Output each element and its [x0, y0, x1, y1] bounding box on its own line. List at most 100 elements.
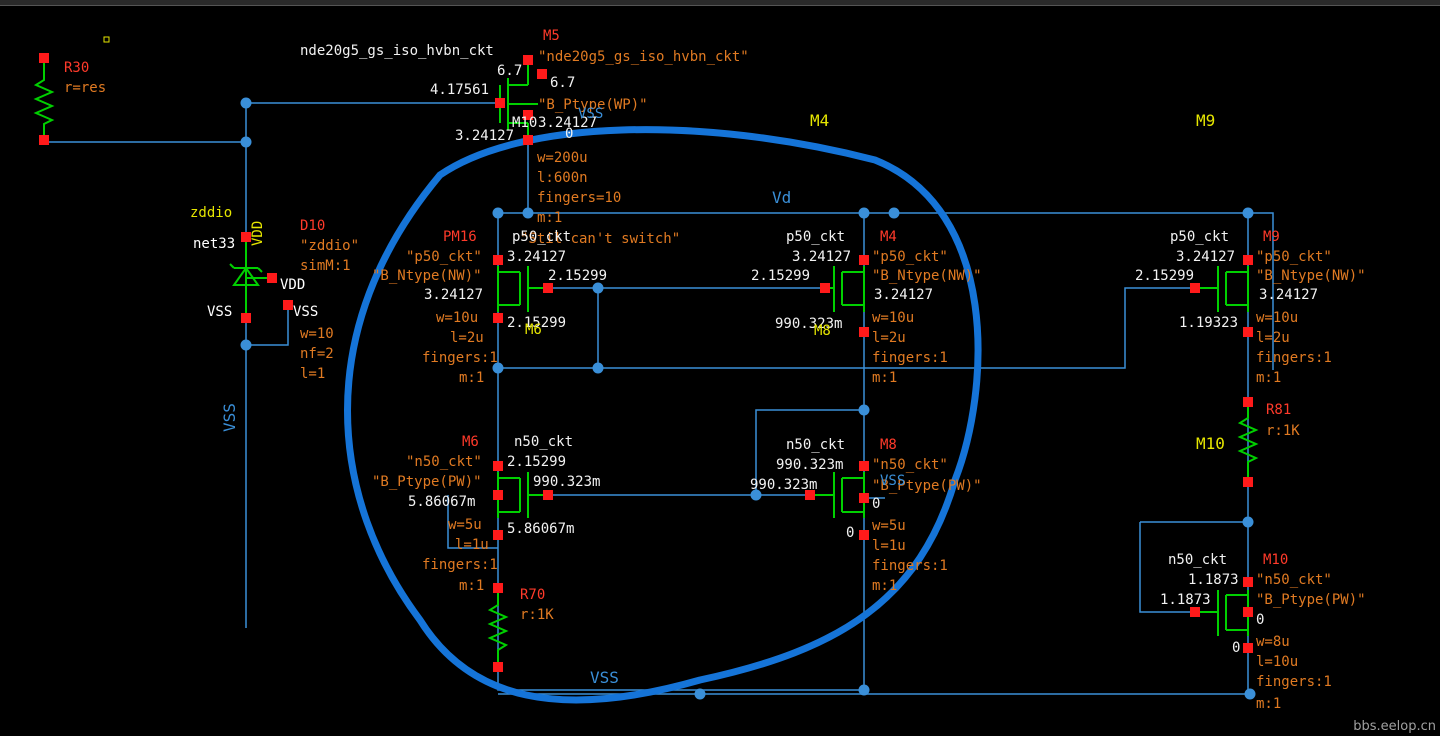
m4-bulk: "B_Ntype(NW)" — [872, 268, 982, 284]
label-m10: M10 — [1196, 434, 1225, 453]
label-vd: Vd — [772, 188, 792, 207]
m4-name: M4 — [880, 229, 897, 245]
diode-vdd-label: VDD — [280, 277, 306, 293]
junction-dot — [858, 207, 870, 219]
wire-r30-to-bus — [43, 140, 246, 143]
m9-extra: 1.19323 — [1179, 315, 1239, 331]
wire-junctions — [240, 97, 1256, 700]
m8-width: w=5u — [872, 518, 906, 534]
m10-source: 0 — [1232, 640, 1241, 656]
m6-model-quoted: "n50_ckt" — [406, 454, 482, 470]
pm16-extra: 2.15299 — [507, 315, 567, 331]
m5-v3: 0 — [565, 126, 574, 142]
pm16-bulk: "B_Ntype(NW)" — [372, 268, 482, 284]
wire-m10-left — [1139, 522, 1195, 613]
wire-m8-gate-loop — [755, 409, 864, 495]
pin-marker — [39, 53, 49, 63]
pin-marker — [267, 273, 277, 283]
m10-fingers: fingers:1 — [1256, 674, 1332, 690]
pin-marker — [493, 662, 503, 672]
m9-source: 3.24127 — [1259, 287, 1319, 303]
m8-multiplier: m:1 — [872, 578, 898, 594]
m6-drain: 2.15299 — [507, 454, 567, 470]
m10-model-quoted: "n50_ckt" — [1256, 572, 1332, 588]
pin-marker — [523, 55, 533, 65]
pin-marker — [543, 490, 553, 500]
m4-model: p50_ckt — [786, 229, 846, 245]
transistor-m5 — [499, 65, 538, 140]
m5-tag: M10 — [512, 115, 538, 131]
pin-marker — [820, 283, 830, 293]
note-stil-cant-switch: "Stil can't switch" — [520, 231, 681, 247]
m6-bulk: "B_Ptype(PW)" — [372, 474, 482, 490]
pin-marker — [543, 283, 553, 293]
wire-vd-bus — [498, 212, 1274, 370]
junction-dot — [1242, 207, 1254, 219]
diode-sim: simM:1 — [300, 258, 351, 274]
diode-d10 — [229, 237, 272, 318]
transistor-m4 — [825, 266, 865, 312]
r81-name: R81 — [1266, 402, 1292, 418]
junction-dot — [522, 207, 534, 219]
pin-marker — [1243, 477, 1253, 487]
pin-marker — [493, 461, 503, 471]
m8-gate: 990.323m — [750, 477, 818, 493]
resistor-r81 — [1237, 400, 1259, 482]
m9-name: M9 — [1263, 229, 1280, 245]
diode-length: l=1 — [300, 366, 326, 382]
junction-dot — [858, 684, 870, 696]
junction-dot — [592, 362, 604, 374]
pm16-drain: 3.24127 — [507, 249, 567, 265]
junction-dot — [492, 362, 504, 374]
m6-gate: 990.323m — [533, 474, 601, 490]
m6-name: M6 — [462, 434, 479, 450]
pin-marker — [523, 135, 533, 145]
r70-value: r:1K — [520, 607, 554, 623]
m9-model-quoted: "p50_ckt" — [1256, 249, 1332, 265]
m4-width: w=10u — [872, 310, 915, 326]
pm16-source: 3.24127 — [424, 287, 484, 303]
m9-drain: 3.24127 — [1176, 249, 1236, 265]
diode-vss-left: VSS — [207, 304, 233, 320]
m4-multiplier: m:1 — [872, 370, 898, 386]
pm16-fingers: fingers:1 — [422, 350, 498, 366]
m9-length: l=2u — [1256, 330, 1290, 346]
pm16-tag: M6 — [525, 322, 542, 338]
junction-dot — [240, 97, 252, 109]
wire-m6-bulk — [447, 495, 498, 549]
m9-width: w=10u — [1256, 310, 1299, 326]
m8-length: l=1u — [872, 538, 906, 554]
m10-bulk-voltage: 0 — [1256, 612, 1265, 628]
pin-marker — [241, 232, 251, 242]
resistor-r30 — [33, 62, 55, 140]
m5-length: l:600n — [537, 170, 588, 186]
m8-drain: 990.323m — [776, 457, 844, 473]
pm16-model-quoted: "p50_ckt" — [406, 249, 482, 265]
junction-dot — [858, 404, 870, 416]
pin-marker — [523, 110, 533, 120]
m6-multiplier: m:1 — [459, 578, 485, 594]
pin-marker — [1243, 607, 1253, 617]
pm16-gate: 2.15299 — [548, 268, 608, 284]
pin-marker — [805, 490, 815, 500]
transistor-m9 — [1195, 266, 1249, 312]
m4-gate: 2.15299 — [751, 268, 811, 284]
m8-model: n50_ckt — [786, 437, 846, 453]
m4-drain: 3.24127 — [792, 249, 852, 265]
m6-extra: 5.86067m — [507, 521, 575, 537]
junction-dot — [240, 339, 252, 351]
junction-dot — [1244, 688, 1256, 700]
junction-dot — [492, 207, 504, 219]
wire-diode-vss — [246, 305, 289, 346]
pin-marker — [493, 255, 503, 265]
pm16-multiplier: m:1 — [459, 370, 485, 386]
pin-markers — [39, 53, 1253, 672]
pin-marker — [1243, 577, 1253, 587]
pin-marker — [495, 98, 505, 108]
m10-model: n50_ckt — [1168, 552, 1228, 568]
m8-model-quoted: "n50_ckt" — [872, 457, 948, 473]
junction-dot — [240, 136, 252, 148]
pm16-width: w=10u — [436, 310, 479, 326]
m10-bulk: "B_Ptype(PW)" — [1256, 592, 1366, 608]
